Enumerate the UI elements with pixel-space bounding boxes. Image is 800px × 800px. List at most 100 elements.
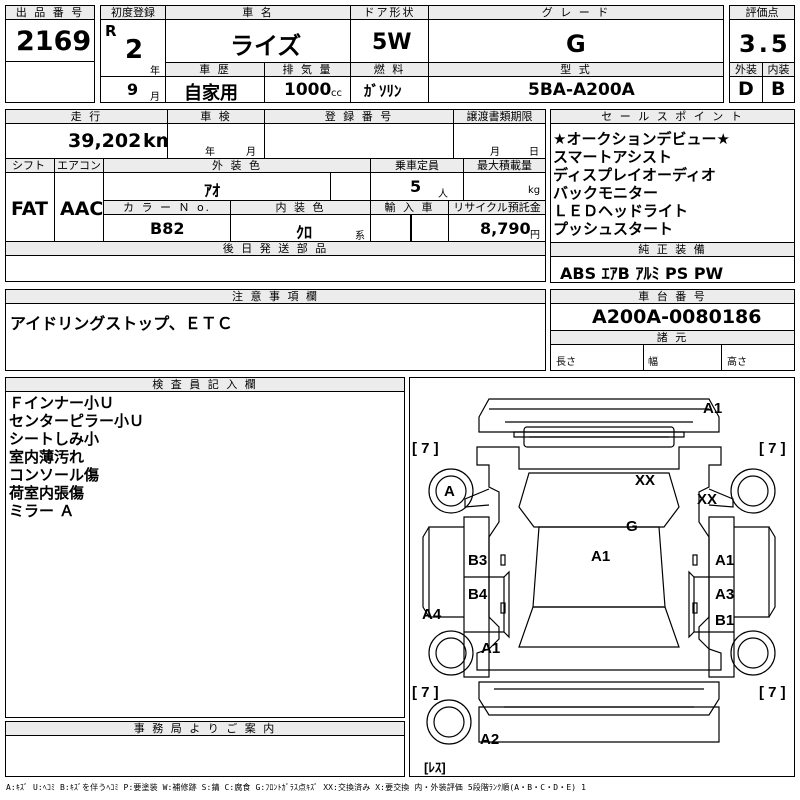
car-name-cell (165, 19, 351, 63)
fuel: ｶﾞｿﾘﾝ (364, 82, 402, 100)
first-reg-cell (100, 19, 166, 77)
displacement: 1000 (284, 80, 332, 100)
score: 3.5 (739, 30, 791, 58)
sales-point-item: バックモニター (553, 184, 659, 202)
inspector-item: 室内薄汚れ (9, 448, 85, 466)
spare-tire-shape (426, 699, 472, 745)
grade-label: グ レ ー ド (428, 5, 724, 20)
right-front-tire-shape (730, 468, 776, 514)
damage-mark-left-rear-door: B4 (468, 586, 488, 603)
roof-shape (532, 526, 666, 608)
damage-mark-left-front-door: B3 (468, 552, 488, 569)
windshield-shape (518, 472, 680, 528)
width-label: 幅 (648, 357, 658, 368)
bracket-mark: [ 7 ] (412, 440, 439, 457)
ext-color: ｱｵ (204, 181, 221, 200)
bracket-mark: [ 7 ] (759, 440, 786, 457)
lot-number: 2169 (16, 26, 92, 57)
lot-number-cell (5, 19, 95, 62)
damage-mark-hood: XX (635, 472, 656, 489)
car-name-label: 車 名 (165, 5, 351, 20)
import-label: 輸 入 車 (370, 200, 449, 215)
history: 自家用 (184, 83, 238, 104)
height-label: 高さ (727, 357, 747, 368)
capacity-unit: 人 (438, 189, 448, 200)
aircon-label: エアコン (54, 158, 104, 173)
rear-window-shape (518, 606, 680, 648)
score-label: 評価点 (729, 5, 795, 20)
history-cell (165, 76, 265, 103)
model: 5BA-A200A (528, 80, 635, 100)
int-color-label: 内 装 色 (230, 200, 371, 215)
era: R (105, 22, 117, 40)
transfer-month-unit: 月 (490, 147, 500, 158)
chassis-number: A200A-0080186 (592, 306, 762, 328)
reg-year-unit: 年 (150, 66, 160, 77)
exterior-grade: D (738, 78, 754, 100)
notes-cell (5, 303, 546, 371)
reg-year: 2 (125, 35, 144, 65)
aircon: AAC (60, 198, 104, 220)
int-color-cell (230, 214, 371, 242)
damage-mark-left-quarter: A4 (422, 606, 442, 623)
interior-grade: B (771, 78, 786, 100)
door-type: 5W (372, 30, 412, 55)
inspector-item: コンソール傷 (9, 466, 100, 484)
displacement-cell (264, 76, 351, 103)
rear-bumper-shape (478, 681, 720, 716)
left-front-tire-shape (428, 468, 474, 514)
transfer-cell (453, 123, 546, 159)
office-label: 事 務 局 よ り ご 案 内 (5, 721, 405, 736)
plate-cell (264, 123, 454, 159)
front-bumper-shape (478, 398, 720, 433)
width-cell (643, 344, 722, 371)
grade-cell (428, 19, 724, 63)
displacement-unit: cc (331, 88, 342, 99)
reg-month-cell (100, 76, 166, 103)
length-label: 長さ (556, 357, 576, 368)
equipment: ABS ｴｱB ｱﾙﾐ PS PW (560, 264, 724, 283)
score-cell (729, 19, 795, 63)
sales-point-label: セ ー ル ス ポ イ ン ト (550, 109, 795, 124)
damage-mark-rear-bumper: A2 (480, 731, 500, 748)
sales-point-cell (550, 123, 795, 243)
notes-label: 注 意 事 項 欄 (5, 289, 546, 304)
inspection-label: 車 検 (167, 109, 265, 124)
lot-label: 出 品 番 号 (5, 5, 95, 20)
lot-blank-cell (5, 61, 95, 103)
shift-label: シフト (5, 158, 55, 173)
inspector-item: センターピラー小Ｕ (9, 412, 145, 430)
sales-point-item: ＬＥＤヘッドライト (553, 202, 689, 220)
exterior-cell (729, 76, 763, 103)
chassis-label: 車 台 番 号 (550, 289, 795, 304)
lower-rear-shape (478, 706, 720, 743)
legend: A:ｷｽﾞ U:ﾍｺﾐ B:ｷｽﾞを伴うﾍｺﾐ P:要塗装 W:補修跡 S:錆 … (6, 783, 586, 792)
import-divider (410, 214, 412, 242)
right-mirror-shape (708, 488, 734, 508)
inspection-month-unit: 月 (246, 147, 256, 158)
car-name: ライズ (230, 32, 302, 60)
recycle: 8,790 (480, 219, 531, 238)
reg-month: 9 (127, 80, 139, 99)
mileage-label: 走 行 (5, 109, 168, 124)
damage-mark-roof: A1 (591, 548, 611, 565)
color-no-label: カ ラ ー Ｎ o. (103, 200, 231, 215)
sales-point-item: スマートアシスト (553, 148, 672, 166)
damage-mark-left-front-tire: A (444, 483, 455, 500)
bracket-mark: [ 7 ] (759, 684, 786, 701)
sales-point-item: プッシュスタート (553, 220, 674, 238)
notes-text: アイドリングストップ、ＥＴＣ (10, 314, 233, 333)
fuel-label: 燃 料 (350, 62, 429, 77)
color-no: B82 (150, 219, 185, 238)
right-rear-tire-shape (730, 630, 776, 676)
int-color-unit: 系 (355, 231, 365, 242)
first-reg-label: 初度登録 (100, 5, 166, 20)
capacity-label: 乗車定員 (370, 158, 464, 173)
shift: FAT (11, 198, 48, 220)
interior-cell (762, 76, 795, 103)
inspector-cell (5, 391, 405, 718)
damage-mark-right-front-door: A1 (715, 552, 735, 569)
damage-mark-right-rear-door-b: B1 (715, 612, 735, 629)
door-label: ドア形状 (350, 5, 429, 20)
inspector-label: 検 査 員 記 入 欄 (5, 377, 405, 392)
